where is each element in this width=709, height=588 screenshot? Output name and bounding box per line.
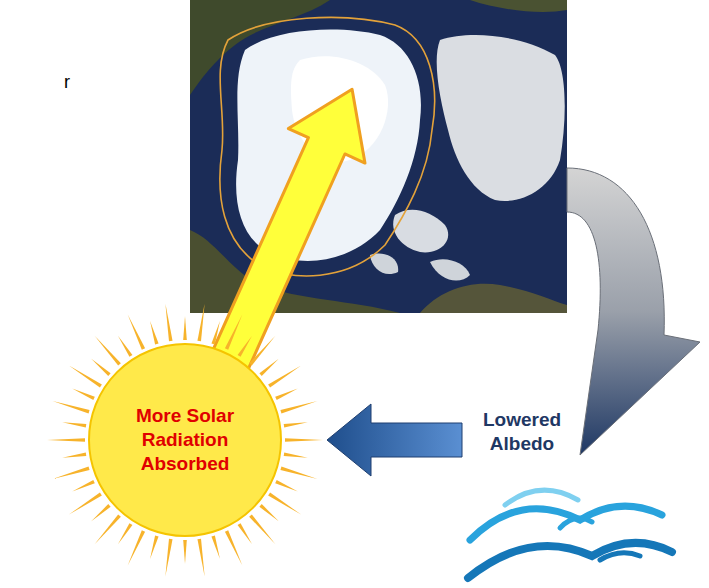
sun-ray	[128, 530, 145, 565]
sun-ray	[284, 452, 308, 457]
sun-ray	[211, 321, 219, 345]
sun-ray	[238, 523, 252, 544]
sun-ray	[249, 514, 275, 544]
sun-ray	[275, 388, 298, 400]
sun-ray	[128, 314, 145, 349]
sun-node: More Solar Radiation Absorbed	[45, 300, 325, 580]
block-arrow-connector	[327, 404, 462, 476]
sun-ray	[118, 523, 132, 544]
sun-ray	[165, 539, 172, 577]
sun-ray	[62, 422, 86, 427]
sun-ray	[197, 303, 204, 341]
sun-ray	[72, 388, 95, 400]
sun-ray	[238, 336, 252, 357]
sun-disc	[89, 344, 281, 536]
sun-ray	[69, 365, 102, 387]
sun-ray	[285, 438, 323, 442]
ocean-waves-icon	[468, 490, 672, 578]
outcome-label-box: Lowered Albedo	[466, 404, 578, 460]
sun-ray	[225, 314, 242, 349]
sun-ray	[69, 493, 102, 515]
sun-ray	[268, 365, 301, 387]
node-text: More Solar Radiation Absorbed	[124, 404, 246, 475]
sun-ray	[280, 466, 317, 478]
sun-ray	[150, 321, 158, 345]
cropped-text-fragment: r	[64, 72, 70, 93]
sun-ray	[183, 316, 187, 340]
sun-ray	[249, 336, 275, 366]
sun-ray	[275, 480, 298, 492]
yellow-solar-arrow	[187, 72, 391, 389]
sun-ray	[259, 359, 278, 376]
sun-ray	[211, 535, 219, 559]
sun-ray	[268, 493, 301, 515]
sun-ray	[72, 480, 95, 492]
sun-ray	[165, 303, 172, 341]
sun-ray	[118, 336, 132, 357]
sun-ray	[280, 401, 317, 413]
sun-ray	[150, 535, 158, 559]
sun-ray	[95, 336, 121, 366]
sun-ray	[259, 504, 278, 521]
sun-ray	[284, 422, 308, 427]
sun-ray	[47, 438, 85, 442]
sun-ray	[197, 539, 204, 577]
node-text: Lowered Albedo	[472, 408, 572, 456]
sun-ray	[183, 540, 187, 564]
curved-gray-arrow	[567, 168, 700, 455]
sun-ray	[91, 359, 110, 376]
sun-ray	[62, 452, 86, 457]
sun-ray	[53, 401, 90, 413]
sun-ray	[53, 466, 90, 478]
sun-ray	[225, 530, 242, 565]
arctic-satellite-image	[190, 0, 567, 313]
sun-ray	[95, 514, 121, 544]
sun-ray	[91, 504, 110, 521]
